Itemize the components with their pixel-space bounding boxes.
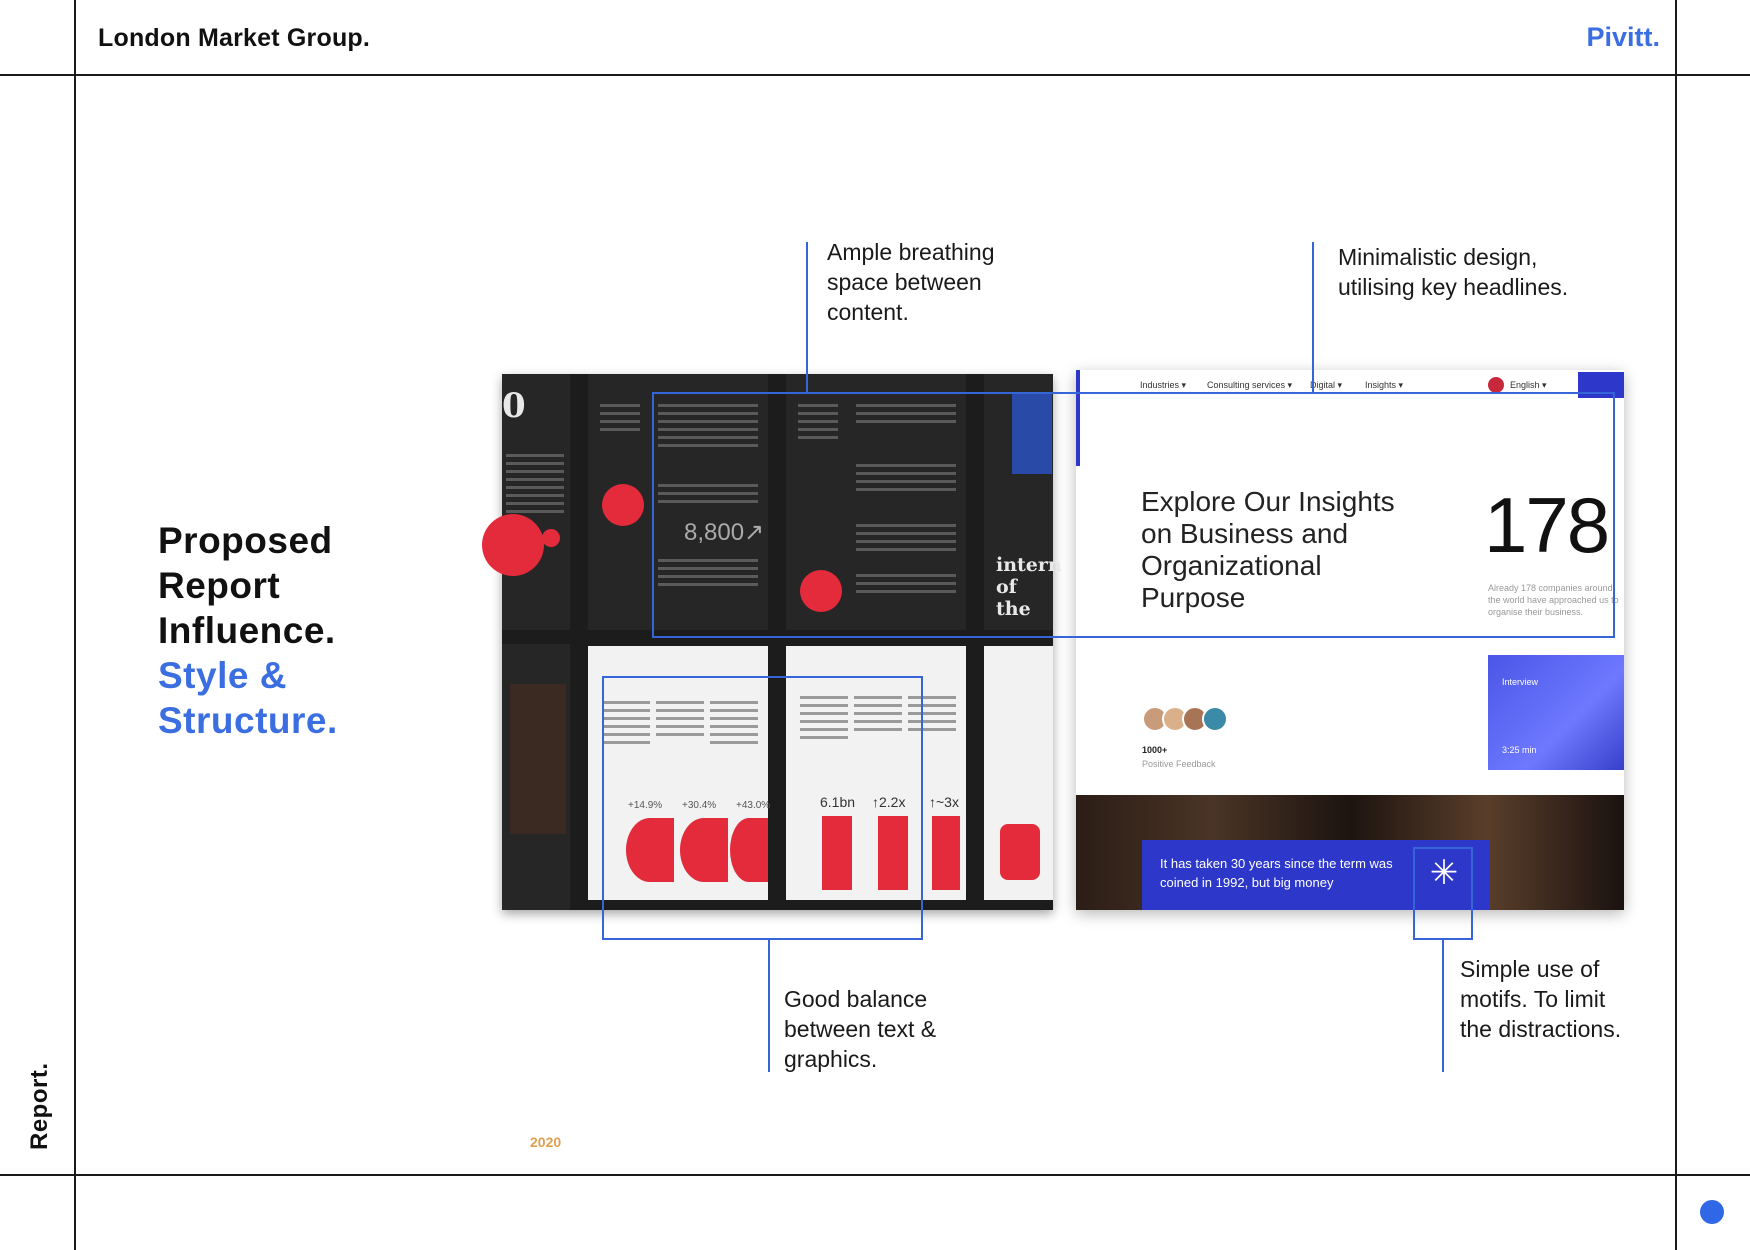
frame-top-rule (0, 74, 1750, 76)
report-collage-mock: 0 8,800↗ intern of the 2020 +14.9% +30.4… (482, 374, 1062, 1150)
language-selector[interactable]: English ▾ (1510, 380, 1547, 390)
annotation-minimal: Minimalistic design, utilising key headl… (1338, 244, 1569, 300)
interview-time: 3:25 min (1502, 745, 1537, 755)
collage-panel: 8,800↗ (588, 374, 768, 630)
avatar (1182, 706, 1208, 732)
collage-panel-light (984, 646, 1053, 900)
accent-bar (1076, 370, 1080, 466)
brand-name: London Market Group. (98, 24, 371, 52)
collage-panel-light: +14.9% +30.4% +43.0% (588, 646, 771, 900)
photo-graphic (1012, 394, 1052, 474)
callout-box-header (652, 392, 1615, 638)
quote-text: It has taken 30 years since the term was… (1160, 856, 1393, 890)
percent-label: +14.9% (628, 800, 663, 811)
blue-dot-icon (1700, 1200, 1724, 1224)
figure-label: 6.1bn (820, 794, 856, 810)
red-bar-graphic (932, 816, 960, 890)
collage-panel: 0 (482, 374, 570, 630)
collage-panel-light: 6.1bn ↑2.2x ↑~3x (786, 646, 966, 900)
serif-heading: intern of the (996, 554, 1062, 620)
nav-item[interactable]: Industries ▾ (1140, 380, 1187, 390)
percent-label: +30.4% (682, 800, 717, 811)
person-photo (510, 684, 566, 834)
big-number: 178 (1484, 481, 1610, 569)
hero-title-line: Explore Our Insights (1141, 486, 1395, 517)
big-number-caption: Already 178 companies around the world h… (1488, 583, 1619, 617)
side-label: Report. (26, 1062, 53, 1151)
red-bar-graphic (878, 816, 908, 890)
percent-label: +43.0% (736, 800, 771, 811)
annotation-motifs: Simple use of motifs. To limit the distr… (1460, 956, 1622, 1042)
annotation-breathing: Ample breathing space between content. (827, 239, 995, 325)
quote-box: It has taken 30 years since the term was… (1142, 840, 1490, 910)
headline-line: Influence. (158, 610, 336, 651)
hero-title: Explore Our Insights on Business and Org… (1141, 486, 1395, 614)
nav-item[interactable]: Insights ▾ (1365, 380, 1404, 390)
hero-title-line: on Business and (1141, 518, 1349, 549)
figure-label: ↑~3x (929, 794, 959, 810)
headline-accent-line: Structure. (158, 700, 338, 741)
callout-box-graphics (602, 676, 923, 940)
callout-box-motif (1413, 847, 1473, 940)
callout-line (806, 242, 808, 392)
red-circle-graphic (800, 570, 842, 612)
website-mock: Industries ▾ Consulting services ▾ Digit… (1076, 370, 1624, 910)
year-label: 2020 (530, 1134, 562, 1150)
frame-left-rule (74, 0, 76, 1250)
annotation-balance: Good balance between text & graphics. (784, 986, 937, 1072)
megaphone-icon (602, 484, 644, 526)
red-circle-graphic (482, 514, 544, 576)
frame-right-rule (1675, 0, 1677, 1250)
callout-line (768, 940, 770, 1072)
headline-line: Proposed (158, 520, 333, 561)
callout-line (1442, 940, 1444, 1072)
figure-label: ↑2.2x (872, 794, 906, 810)
headline-accent-line: Style & (158, 655, 287, 696)
interview-label: Interview (1502, 677, 1539, 687)
asterisk-motif-icon: ✳ (1429, 854, 1459, 892)
feedback-count: 1000+ (1142, 745, 1168, 755)
nav-item[interactable]: Consulting services ▾ (1207, 380, 1293, 390)
callout-line (1312, 242, 1314, 392)
collage-panel: intern of the (984, 374, 1062, 630)
frame-bottom-rule (0, 1174, 1750, 1176)
people-illustration (1000, 824, 1040, 880)
nav-item[interactable]: Digital ▾ (1310, 380, 1343, 390)
red-bar-graphic (822, 816, 852, 890)
stat-value: 8,800↗ (684, 519, 765, 546)
red-arc-graphic (680, 818, 728, 882)
pivitt-logo: Pivitt. (1586, 22, 1660, 52)
uk-flag-icon (1488, 377, 1504, 393)
collage-panel: 2020 (502, 644, 570, 1150)
collage-panel (786, 374, 966, 630)
avatar (1202, 706, 1228, 732)
hero-title-line: Purpose (1141, 582, 1246, 613)
red-arc-graphic (730, 818, 768, 882)
hero-title-line: Organizational (1141, 550, 1322, 581)
red-arc-graphic (626, 818, 674, 882)
headline-line: Report (158, 565, 281, 606)
interview-card[interactable]: Interview 3:25 min (1488, 655, 1624, 770)
red-circle-graphic (542, 529, 560, 547)
feedback-label: Positive Feedback (1142, 759, 1216, 769)
page-headline: Proposed Report Influence. Style & Struc… (158, 518, 338, 743)
